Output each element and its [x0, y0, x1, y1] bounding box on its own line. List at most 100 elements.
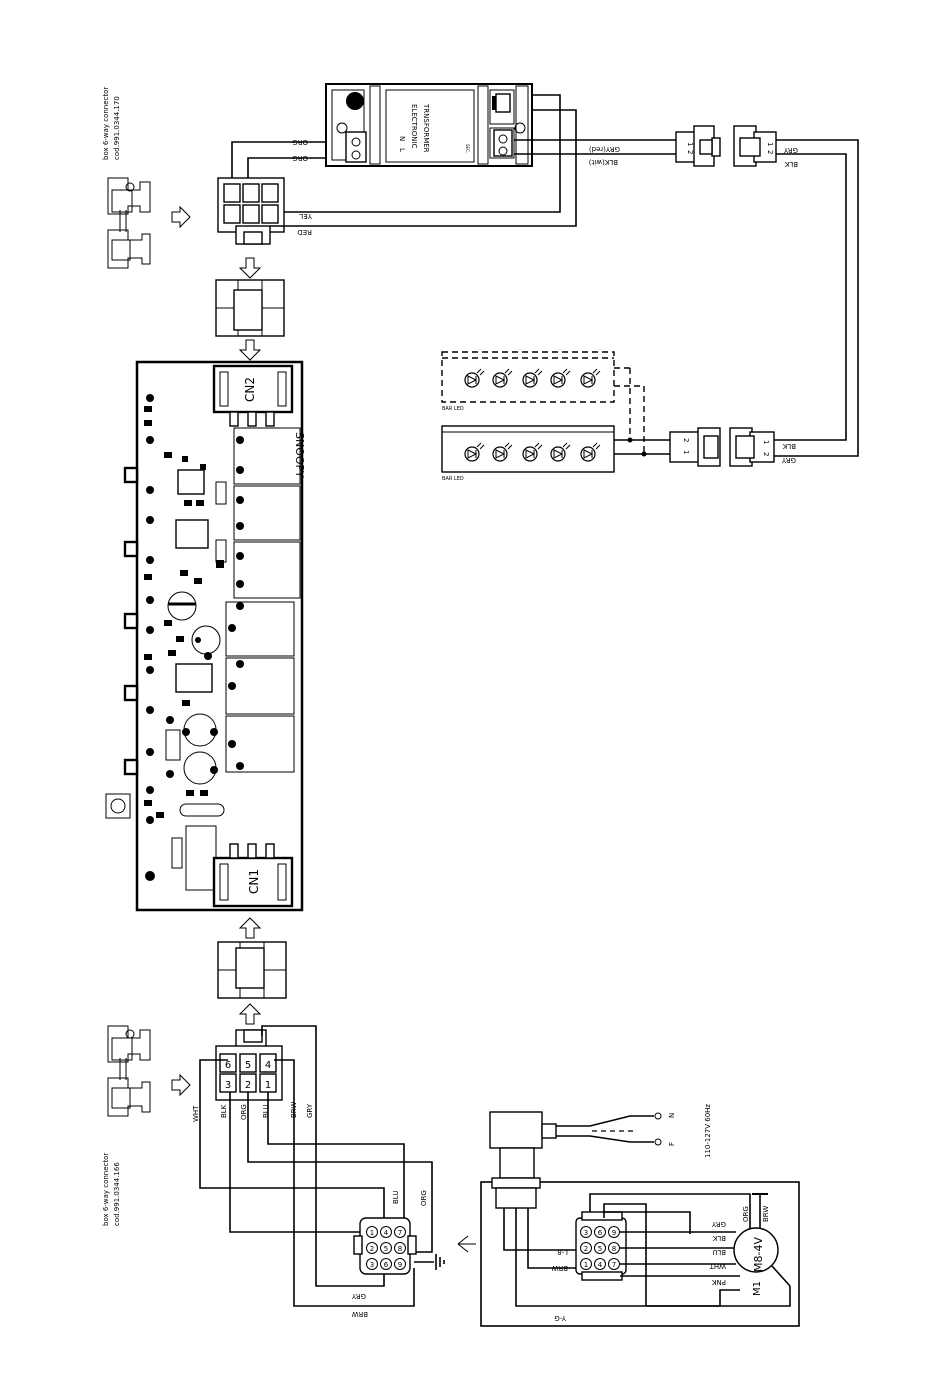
motor-wire-blk: BLK	[712, 1234, 726, 1242]
wire-label-wht: WHT	[192, 1105, 200, 1122]
svg-text:BRW: BRW	[352, 1310, 368, 1318]
pin-label: 2	[370, 1245, 374, 1253]
svg-text:N: N	[668, 1113, 676, 1118]
top-connector-arrow-icon	[171, 205, 191, 229]
svg-text:1: 1	[686, 142, 694, 146]
svg-text:ORG: ORG	[240, 1104, 248, 1120]
bottom-connector-title: box 6-way connector	[102, 1153, 110, 1226]
wire-blu	[267, 1092, 405, 1232]
svg-text:1: 1	[682, 450, 690, 454]
svg-text:ORG: ORG	[292, 154, 308, 162]
led-icon	[580, 442, 601, 462]
svg-text:BLU: BLU	[262, 1105, 270, 1118]
relay	[225, 715, 295, 773]
relay	[233, 427, 301, 485]
led-group	[464, 368, 601, 388]
svg-text:2: 2	[686, 150, 694, 154]
wire-label-gry-2: GRY	[351, 1292, 366, 1300]
svg-text:WHT: WHT	[192, 1105, 200, 1122]
led-icon	[464, 442, 485, 462]
bar-led-label-top: BAR LED	[442, 406, 464, 412]
pin-label: 8	[612, 1245, 616, 1253]
svg-text:1: 1	[762, 440, 770, 444]
transformer-sec: SEC.	[465, 144, 470, 153]
relay	[233, 541, 301, 599]
pin-label: 5	[598, 1245, 602, 1253]
wire-label-blu-2: BLU	[392, 1191, 400, 1204]
bottom-connector-arrow-icon	[171, 1073, 191, 1097]
pin-label: 7	[398, 1229, 402, 1237]
wire-label-gry: GRY	[306, 1103, 314, 1118]
svg-text:2: 2	[762, 452, 770, 456]
pin-label: 6	[598, 1229, 603, 1237]
cn2-label: CN2	[243, 377, 257, 402]
motor-wire-l8: L-8	[557, 1248, 568, 1256]
wire-label-blu: BLU	[262, 1105, 270, 1118]
svg-text:ORG: ORG	[420, 1190, 428, 1206]
bar-led-dashed: BAR LED	[441, 351, 645, 454]
board-name: SNOOPY	[293, 432, 306, 478]
wire-label-gry-bottom: GRY	[781, 456, 796, 464]
cn2-plug	[215, 279, 285, 337]
svg-text:2: 2	[682, 438, 690, 442]
svg-text:M8-4V: M8-4V	[752, 1237, 765, 1272]
bottom-6way-connector: 6 5 4 3 2 1	[215, 1029, 283, 1101]
motor-wire-pnk: PNK	[712, 1278, 726, 1286]
wire-label-red: RED	[297, 228, 312, 236]
power-supply-label: 110-127V 60Hz	[704, 1104, 712, 1158]
svg-text:F: F	[668, 1142, 676, 1146]
wire-red	[270, 109, 577, 227]
motor-ref: M1	[752, 1281, 763, 1296]
wire-label-brw-2: BRW	[352, 1310, 368, 1318]
wire-wht	[199, 1059, 385, 1232]
pin-label: 1	[265, 1080, 271, 1091]
wire-label-gry-top: GRY	[783, 146, 798, 154]
wire-label-org-1: ORG	[292, 138, 308, 146]
led-icon	[550, 442, 571, 462]
svg-text:YEL: YEL	[299, 212, 313, 220]
led-icon	[522, 442, 543, 462]
wire-gry-long	[774, 139, 859, 457]
pin-label: 8	[398, 1245, 402, 1253]
transformer-subtitle: TRNSFORMER	[422, 103, 430, 153]
wire-label-org: ORG	[240, 1104, 248, 1120]
bottom-led-plug: 2 1 1 2	[669, 427, 775, 467]
bottom-connector-code: cod.991.0344.166	[113, 1162, 121, 1226]
relay	[225, 657, 295, 715]
relay	[233, 485, 301, 541]
motor-label: M8-4V	[752, 1237, 765, 1272]
right-arrow-icon	[457, 1235, 476, 1253]
wire-label-org-2: ORG	[292, 154, 308, 162]
motor-wire-wht: WHT	[709, 1262, 726, 1270]
transformer-l: L	[398, 148, 406, 152]
svg-text:GRY: GRY	[351, 1292, 366, 1300]
svg-text:M1: M1	[752, 1281, 763, 1296]
top-connector-code: cod.991.0344.170	[113, 96, 121, 160]
cn1-label: CN1	[247, 869, 261, 894]
svg-text:RED: RED	[297, 228, 312, 236]
wire-label-gry-red: GRY(red)	[589, 145, 620, 153]
motor-wire-gry: GRY	[711, 1220, 726, 1228]
wire-brw	[274, 1059, 415, 1307]
wire-label-yel: YEL	[299, 212, 313, 220]
transformer-title: ELECTRONIC	[410, 104, 418, 149]
bottom-connector-clip-icon	[107, 1025, 151, 1117]
wire-label-blk: BLK	[220, 1104, 228, 1118]
led-icon	[492, 442, 513, 462]
pin-label: 4	[598, 1261, 603, 1269]
svg-text:110-127V 60Hz: 110-127V 60Hz	[704, 1104, 712, 1158]
led-icon	[464, 368, 485, 388]
wire-org	[247, 1092, 433, 1253]
svg-text:GRY: GRY	[306, 1103, 314, 1118]
top-led-plug: 2 1 1 2	[675, 125, 777, 167]
pin-label: 1	[584, 1261, 588, 1269]
up-arrow-icon	[238, 917, 262, 939]
pin-label: 2	[245, 1080, 251, 1091]
wire-label-blk-bottom: BLK	[782, 442, 796, 450]
motor-wire-org: ORG	[742, 1206, 750, 1222]
pin-label: 3	[225, 1080, 231, 1091]
motor-wire-brw-2: BRW	[552, 1264, 568, 1272]
power-f-label: F	[668, 1142, 676, 1146]
top-6way-connector	[217, 177, 285, 245]
svg-text:BLK: BLK	[220, 1104, 228, 1118]
